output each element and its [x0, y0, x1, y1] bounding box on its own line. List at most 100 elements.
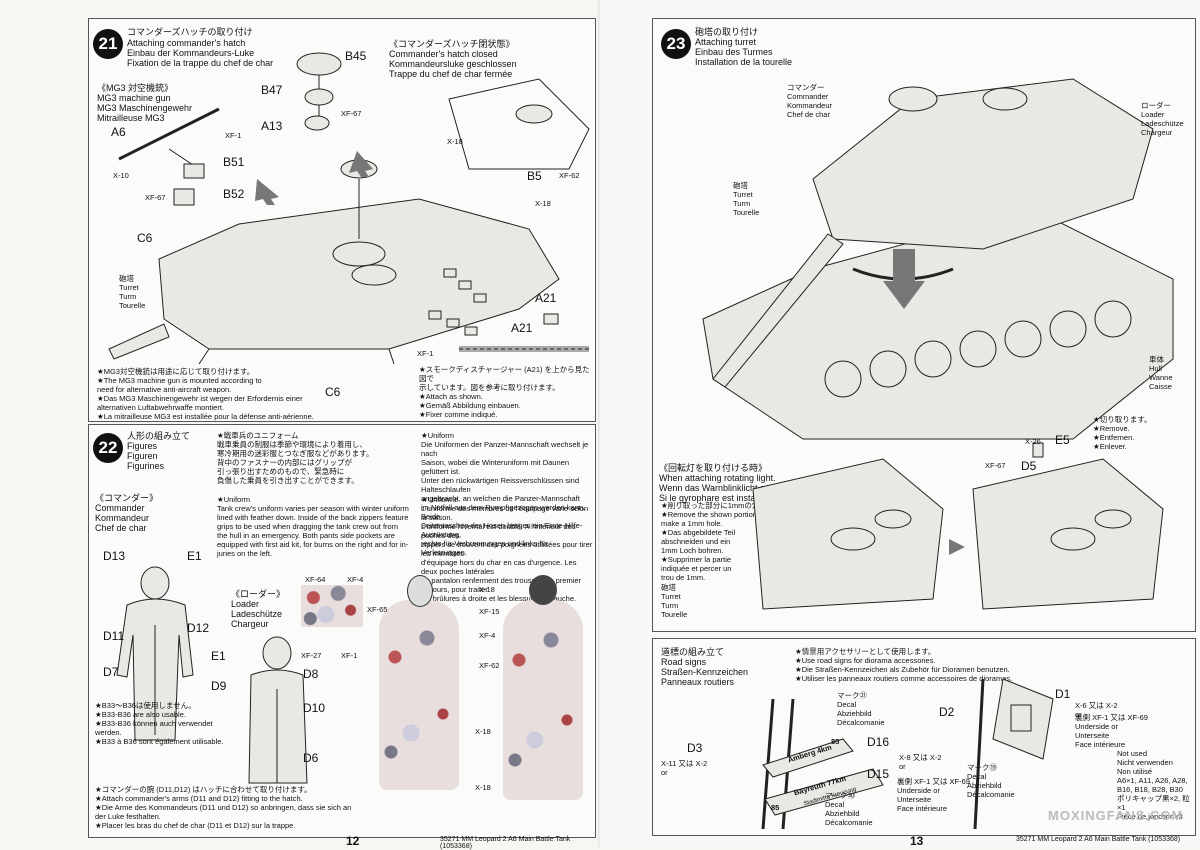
turret-label: 砲塔 Turret Turm Tourelle — [733, 181, 760, 217]
commander-label: コマンダー Commander Kommandeur Chef de char — [787, 83, 833, 119]
paint-code: X-18 — [475, 783, 491, 792]
step-21-panel: 21 コマンダーズハッチの取り付け Attaching commander's … — [88, 18, 596, 422]
turret-attach-diagram — [702, 78, 1174, 440]
mg3-note: ★MG3対空機銃は用途に応じて取り付けます。 ★The MG3 machine … — [97, 367, 314, 421]
part-label: D8 — [303, 667, 319, 681]
paint-code: XF-67 — [145, 193, 166, 202]
part-label: D3 — [687, 741, 703, 755]
paint-code: XF-1 — [341, 651, 358, 660]
paint-code: XF-64 — [305, 575, 326, 584]
paint-code: XF-1 — [417, 349, 434, 358]
paint-x8: X-8 又は X-2 or — [899, 753, 942, 771]
decal-19: マーク⑲ Decal Abziehbild Décalcomanie — [967, 763, 1015, 799]
step-number: 23 — [661, 29, 691, 59]
paint-code: XF-4 — [479, 631, 496, 640]
figure-head — [407, 575, 433, 607]
paint-code: XF-67 — [985, 461, 1006, 470]
page-number: 12 — [346, 834, 360, 848]
part-label: D11 — [103, 629, 125, 643]
part-label: D9 — [211, 679, 227, 693]
runner-note: Not used Nicht verwenden Non utilisé A6×… — [1117, 749, 1190, 821]
turret-label-2: 砲塔 Turret Turm Tourelle — [661, 583, 688, 619]
uniform-de: ★Uniform Die Uniformen der Panzer-Mannsc… — [421, 431, 589, 557]
part-label: D6 — [303, 751, 319, 765]
road-signs-note: ★情景用アクセサリーとして使用します。 ★Use road signs for … — [795, 647, 1013, 683]
paint-x6: X-6 又は X-2 or — [1075, 701, 1118, 719]
road-signs-title: 道標の組み立て Road signs Straßen-Kennzeichen P… — [661, 647, 749, 687]
road-signs-panel: 道標の組み立て Road signs Straßen-Kennzeichen P… — [652, 638, 1196, 836]
paint-code: XF-62 — [559, 171, 580, 180]
part-label: E5 — [1055, 433, 1070, 447]
part-label: B51 — [223, 155, 245, 169]
loader-label: ローダー Loader Ladeschütze Chargeur — [1141, 101, 1184, 137]
mg3-title: 《MG3 対空機銃》 MG3 machine gun MG3 Maschinen… — [97, 83, 193, 123]
part-label: A21 — [511, 321, 533, 335]
paint-code: XF-15 — [479, 607, 500, 616]
paint-code: XF-65 — [367, 605, 388, 614]
paint-code: XF-27 — [301, 651, 322, 660]
loader-figure — [248, 636, 308, 784]
cut-note: ★切り取ります。 ★Remove. ★Entfernen. ★Enlever. — [1093, 415, 1152, 451]
part-label: B47 — [261, 83, 283, 97]
arms-note: ★コマンダーの腕 (D11,D12) はハッチに合わせて取り付けます。 ★Att… — [95, 785, 352, 830]
uniform-jp: ★戦車兵のユニフォーム 戦車乗員の制服は季節や環境により着用し、 寒冷期用の迷彩… — [217, 431, 374, 485]
paint-code: XF-62 — [479, 661, 500, 670]
paint-code: X-18 — [479, 585, 495, 594]
paint-code: X-18 — [475, 727, 491, 736]
commander-title: 《コマンダー》 Commander Kommandeur Chef de cha… — [95, 493, 159, 533]
footer-text: 35271 MM Leopard 2 A6 Main Battle Tank (… — [1016, 836, 1181, 843]
step-title-fr: Fixation de la trappe du chef de char — [127, 58, 274, 68]
camo-swatch — [301, 585, 363, 627]
paint-code: X-18 — [535, 199, 551, 208]
paint-code: X-10 — [113, 171, 129, 180]
part-label: A6 — [111, 125, 126, 139]
part-label: D12 — [187, 621, 210, 635]
step-title: 人形の組み立て Figures Figuren Figurines — [127, 431, 191, 471]
part-label: D10 — [303, 701, 326, 715]
step-title: 砲塔の取り付け Attaching turret Einbau des Turm… — [695, 27, 793, 67]
uniform-fr: ★Uniforme L'uniforme des membres de l'éq… — [421, 495, 593, 603]
light-vignettes — [752, 442, 1164, 610]
hole-note: ★削り取った部分に1mmの穴を開けます。 ★Remove the shown p… — [661, 501, 804, 582]
step-number: 21 — [93, 29, 123, 59]
part-label: D2 — [939, 705, 955, 719]
decal-20: マーク⑳ Decal Abziehbild Décalcomanie — [825, 791, 873, 827]
step-title-en: Attaching commander's hatch — [127, 38, 246, 48]
part-label: D7 — [103, 665, 119, 679]
part-label: B5 — [527, 169, 542, 183]
underside-2: 裏側 XF-1 又は XF-69 Underside or Unterseite… — [1075, 713, 1148, 749]
b33-note: ★B33〜B36は使用しません。 ★B33-B36 are also usabl… — [95, 701, 224, 746]
hatch-diagram — [108, 52, 590, 365]
paint-x11: X-11 又は X-2 or — [661, 759, 708, 777]
paint-code: X-18 — [447, 137, 463, 146]
paint-code: XF-67 — [341, 109, 362, 118]
road-sign-diagram — [761, 678, 1054, 830]
step-number: 22 — [93, 433, 123, 463]
smoke-note: ★スモークディスチャージャー (A21) を上から見た図で 示しています。図を参… — [419, 365, 590, 419]
paint-code: XF-1 — [225, 131, 242, 140]
right-page: 23 砲塔の取り付け Attaching turret Einbau des T… — [600, 0, 1200, 848]
part-label: A13 — [261, 119, 283, 133]
loader-title: 《ローダー》 Loader Ladeschütze Chargeur — [231, 589, 286, 629]
turret-label: 砲塔 Turret Turm Tourelle — [119, 274, 146, 310]
uniform-en: ★Uniform Tank crew's uniform varies per … — [217, 495, 409, 558]
figure-helmet — [529, 575, 557, 605]
part-label: D13 — [103, 549, 126, 563]
paint-code: X-26 — [1025, 437, 1041, 446]
underside-1: 裏側 XF-1 又は XF-69 Underside or Unterseite… — [897, 777, 970, 813]
step-22-panel: 22 人形の組み立て Figures Figuren Figurines ★戦車… — [88, 424, 596, 838]
part-label: D15 — [867, 767, 890, 781]
decal-21: マーク㉑ Decal Abziehbild Décalcomanie — [837, 691, 885, 727]
footer-text: 35271 MM Leopard 2 A6 Main Battle Tank (… — [440, 836, 571, 850]
page-number: 13 — [910, 834, 924, 848]
part-label: C6 — [325, 385, 341, 399]
sign-bayreuth-num: 85 — [771, 803, 780, 812]
step-title-jp: コマンダーズハッチの取り付け — [127, 27, 253, 37]
sign-amberg-num: 85 — [831, 737, 840, 746]
painted-figure-back — [503, 600, 583, 800]
watermark: MOXINGFANS.COM — [1048, 808, 1184, 823]
step-23-panel: 23 砲塔の取り付け Attaching turret Einbau des T… — [652, 18, 1196, 632]
left-page: 21 コマンダーズハッチの取り付け Attaching commander's … — [0, 0, 600, 850]
part-label: C6 — [137, 231, 153, 245]
part-label: A21 — [535, 291, 557, 305]
